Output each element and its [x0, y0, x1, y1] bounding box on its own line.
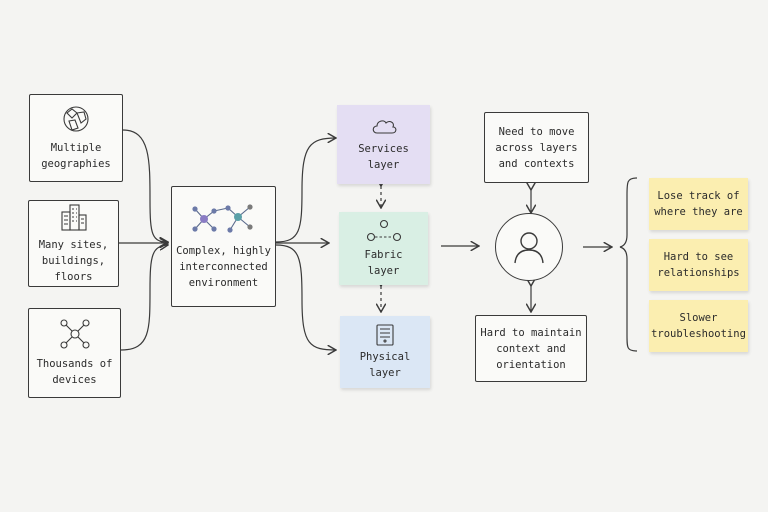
- building-icon: [60, 203, 87, 231]
- layer-label: Services layer: [358, 142, 409, 171]
- need-label: Hard to maintain context and orientation: [480, 326, 582, 371]
- input-label: Thousands of devices: [36, 358, 113, 386]
- physical-layer: Physical layer: [340, 316, 430, 388]
- outcome-label: Hard to see relationships: [657, 251, 740, 279]
- user-circle: [495, 213, 563, 281]
- input-devices: Thousands of devices: [28, 308, 121, 398]
- outcome-label: Lose track of where they are: [654, 190, 743, 218]
- user-icon: [514, 232, 544, 264]
- layer-label: Physical layer: [359, 350, 411, 379]
- outcome-troubleshooting: Slower troubleshooting: [649, 300, 748, 352]
- layer-label: Fabric layer: [364, 248, 403, 277]
- outcome-relationships: Hard to see relationships: [649, 239, 748, 291]
- network-icon: [59, 319, 90, 349]
- input-label: Many sites, buildings, floors: [38, 238, 109, 283]
- environment-box: Complex, highly interconnected environme…: [171, 186, 276, 307]
- fabric-layer: Fabric layer: [339, 212, 428, 285]
- need-context-box: Hard to maintain context and orientation: [475, 315, 587, 382]
- cloud-icon: [372, 119, 396, 134]
- fabric-icon: [366, 219, 401, 241]
- device-icon: [376, 323, 394, 346]
- outcome-lose-track: Lose track of where they are: [649, 178, 748, 230]
- input-label: Multiple geographies: [41, 142, 111, 170]
- need-label: Need to move across layers and contexts: [495, 125, 578, 170]
- input-geographies: Multiple geographies: [29, 94, 123, 182]
- services-layer: Services layer: [337, 105, 430, 184]
- input-sites: Many sites, buildings, floors: [28, 200, 119, 287]
- environment-label: Complex, highly interconnected environme…: [176, 244, 271, 289]
- need-move-box: Need to move across layers and contexts: [484, 112, 589, 183]
- outcome-label: Slower troubleshooting: [651, 312, 746, 340]
- globe-icon: [63, 106, 89, 132]
- interconnected-nodes-icon: [191, 203, 253, 233]
